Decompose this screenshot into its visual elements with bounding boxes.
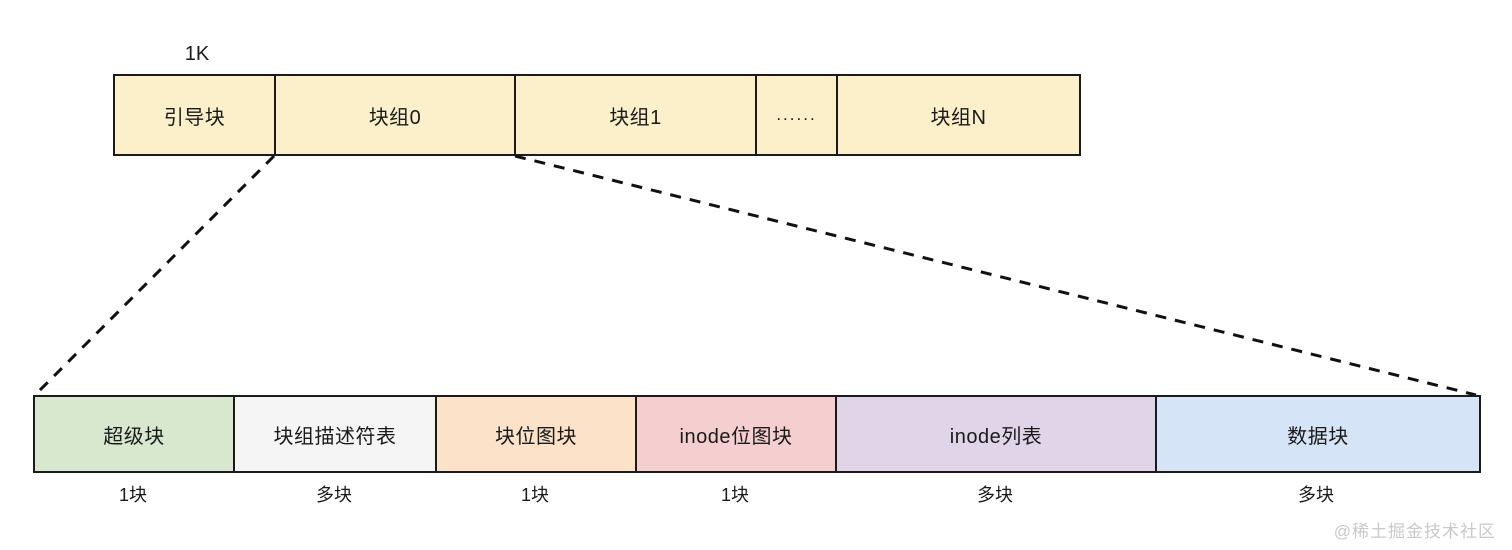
block-cell-superblock[interactable]: 超级块	[35, 397, 235, 471]
disk-cell-block-group-n-label: 块组N	[930, 106, 987, 129]
block-group-captions: 1块 多块 1块 1块 多块 多块	[33, 481, 1477, 507]
watermark: @稀土掘金技术社区	[1333, 522, 1496, 541]
caption-data-blocks-text: 多块	[1298, 485, 1334, 505]
disk-cell-block-group-1-label: 块组1	[609, 106, 662, 129]
caption-superblock: 1块	[33, 481, 233, 507]
caption-block-bitmap: 1块	[435, 481, 635, 507]
caption-group-descriptor-table: 多块	[233, 481, 435, 507]
disk-layout-strip: 引导块 块组0 块组1 ...... 块组N	[113, 74, 1081, 156]
block-cell-inode-bitmap[interactable]: inode位图块	[637, 397, 837, 471]
disk-cell-block-group-n[interactable]: 块组N	[838, 76, 1079, 154]
caption-block-bitmap-text: 1块	[520, 485, 549, 505]
caption-group-descriptor-table-text: 多块	[316, 485, 352, 505]
block-group-layout-strip: 超级块 块组描述符表 块位图块 inode位图块 inode列表 数据块	[33, 395, 1481, 473]
block-cell-block-bitmap-label: 块位图块	[495, 425, 577, 448]
size-caption-1k: 1K	[184, 43, 210, 65]
block-cell-superblock-label: 超级块	[103, 425, 165, 448]
right-connector-line	[514, 154, 1477, 397]
disk-cell-block-group-0-label: 块组0	[368, 106, 422, 129]
disk-cell-block-group-0[interactable]: 块组0	[276, 76, 516, 154]
disk-cell-ellipsis: ......	[757, 76, 838, 154]
block-cell-group-descriptor-table-label: 块组描述符表	[273, 425, 397, 448]
caption-inode-table-text: 多块	[977, 485, 1013, 505]
disk-cell-ellipsis-label: ......	[776, 105, 817, 124]
disk-cell-boot-block-label: 引导块	[163, 106, 226, 129]
caption-superblock-text: 1块	[118, 485, 147, 505]
block-cell-data-blocks[interactable]: 数据块	[1157, 397, 1479, 471]
left-connector-line	[33, 154, 276, 397]
block-cell-data-blocks-label: 数据块	[1287, 425, 1349, 448]
disk-cell-boot-block[interactable]: 引导块	[115, 76, 276, 154]
caption-inode-table: 多块	[835, 481, 1155, 507]
block-cell-inode-table[interactable]: inode列表	[837, 397, 1157, 471]
caption-inode-bitmap-text: 1块	[720, 485, 749, 505]
block-cell-group-descriptor-table[interactable]: 块组描述符表	[235, 397, 437, 471]
disk-cell-block-group-1[interactable]: 块组1	[516, 76, 757, 154]
block-cell-block-bitmap[interactable]: 块位图块	[437, 397, 637, 471]
caption-data-blocks: 多块	[1155, 481, 1477, 507]
caption-inode-bitmap: 1块	[635, 481, 835, 507]
block-cell-inode-bitmap-label: inode位图块	[679, 425, 793, 448]
block-cell-inode-table-label: inode列表	[949, 425, 1043, 448]
